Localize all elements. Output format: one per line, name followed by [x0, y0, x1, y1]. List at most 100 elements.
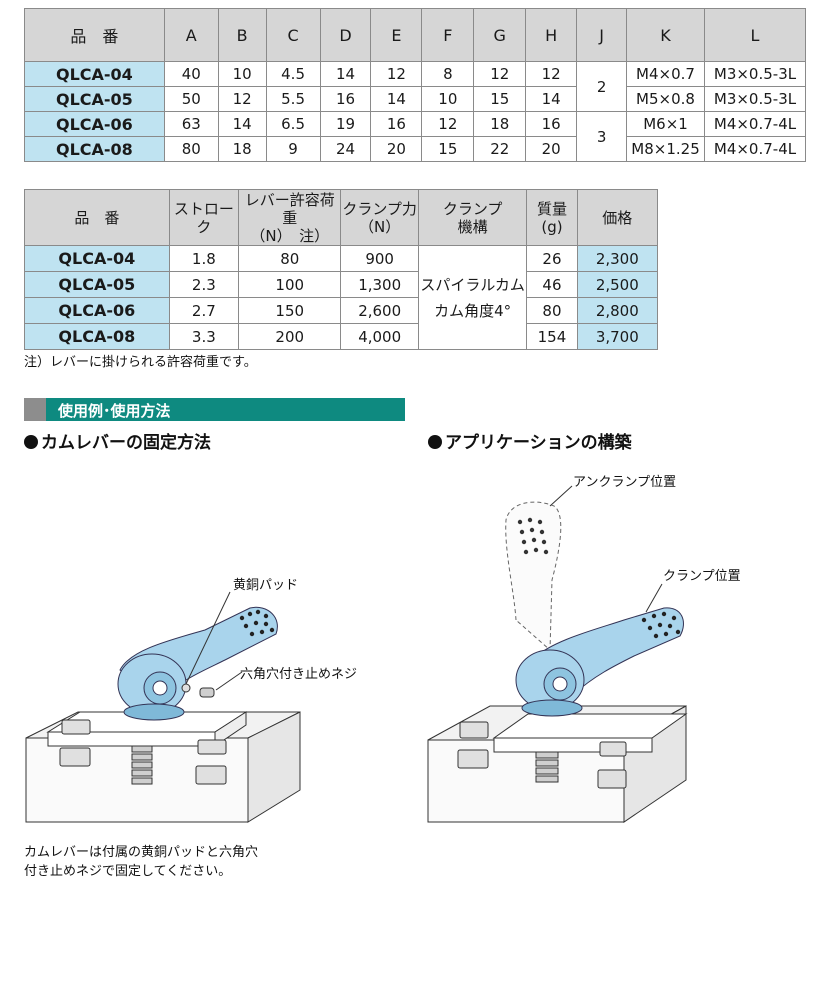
fixing-caption: カムレバーは付属の黄銅パッドと六角穴 付き止めネジで固定してください。: [24, 843, 324, 881]
unclamp-position-label: アンクランプ位置: [573, 475, 677, 490]
spec-cell-l: M4×0.7-4L: [704, 111, 806, 137]
perf-force: 4,000: [340, 323, 419, 350]
spec-header-k: K: [626, 8, 705, 62]
spec-cell-k: M8×1.25: [626, 136, 705, 162]
perf-header-mechanism: クランプ 機構: [417, 189, 528, 246]
perf-header-mech-line2: 機構: [457, 217, 488, 236]
spec-cell: 14: [370, 86, 423, 112]
spec-model: QLCA-08: [24, 136, 165, 162]
right-heading: アプリケーションの構築: [428, 428, 632, 453]
spec-row: QLCA-06 63 14 6.5 19 16 12 18 16 3 M6×1 …: [24, 111, 806, 162]
spec-cell-j: 2: [576, 61, 628, 112]
right-heading-text: アプリケーションの構築: [445, 433, 632, 453]
perf-model: QLCA-08: [24, 323, 170, 350]
perf-mass: 26: [526, 245, 578, 272]
spec-cell: 15: [473, 86, 527, 112]
spec-cell: 16: [319, 86, 372, 112]
bullet-icon: [428, 435, 442, 449]
spec-header-b: B: [217, 8, 267, 62]
perf-mass: 80: [526, 297, 578, 324]
perf-force: 900: [340, 245, 419, 272]
perf-price: 2,800: [576, 297, 659, 324]
spec-header-j: J: [576, 8, 628, 62]
spec-header-a: A: [163, 8, 219, 62]
spec-cell-l: M3×0.5-3L: [704, 61, 806, 87]
spec-row: QLCA-08 80 18 9 24 20 15 22 20 M8×1.25 M…: [24, 136, 806, 162]
perf-header-mech-line1: クランプ: [442, 199, 503, 218]
perf-header-load-line2: （N） 注）: [250, 226, 330, 245]
spec-header-f: F: [421, 8, 475, 62]
perf-stroke: 2.3: [168, 271, 240, 298]
spec-cell: 20: [525, 136, 578, 162]
perf-header-row: 品 番 ストローク レバー許容荷重 （N） 注） クランプ力 （N） クランプ …: [24, 189, 659, 246]
perf-load: 100: [237, 271, 342, 298]
spec-cell: 12: [217, 86, 267, 112]
section-title-bar: 使用例･使用方法: [24, 398, 405, 421]
spec-cell: 5.5: [265, 86, 321, 112]
perf-price: 2,500: [576, 271, 659, 298]
perf-load: 200: [237, 323, 342, 350]
spec-cell: 18: [217, 136, 267, 162]
perf-row: QLCA-04 1.8 80 900 スパイラルカム カム角度4° 26 2,3…: [24, 245, 659, 350]
perf-force: 1,300: [340, 271, 419, 298]
perf-header-mass: 質量 (g): [526, 189, 578, 246]
perf-mass: 46: [526, 271, 578, 298]
spec-cell: 24: [319, 136, 372, 162]
spec-model: QLCA-04: [24, 61, 165, 87]
spec-cell: 8: [421, 61, 475, 87]
perf-header-mass-line2: (g): [541, 217, 563, 236]
perf-model: QLCA-06: [24, 297, 170, 324]
spec-cell: 14: [217, 111, 267, 137]
spec-header-model: 品 番: [24, 8, 165, 62]
set-screw-label: 六角穴付き止めネジ: [240, 667, 358, 682]
spec-cell: 19: [319, 111, 372, 137]
spec-cell: 14: [319, 61, 372, 87]
spec-header-row: 品 番 A B C D E F G H J K L: [24, 8, 806, 62]
spec-cell: 15: [421, 136, 475, 162]
perf-price: 3,700: [576, 323, 659, 350]
spec-cell-l: M3×0.5-3L: [704, 86, 806, 112]
perf-row: QLCA-05 2.3 100 1,300 46 2,500: [24, 271, 659, 298]
performance-table: 品 番 ストローク レバー許容荷重 （N） 注） クランプ力 （N） クランプ …: [24, 189, 659, 350]
left-heading: カムレバーの固定方法: [24, 428, 211, 453]
spec-cell: 4.5: [265, 61, 321, 87]
spec-cell: 12: [370, 61, 423, 87]
perf-row: QLCA-08 3.3 200 4,000 154 3,700: [24, 323, 659, 350]
spec-cell: 12: [421, 111, 475, 137]
spec-header-e: E: [370, 8, 423, 62]
perf-force: 2,600: [340, 297, 419, 324]
perf-header-force-line2: （N）: [359, 217, 401, 236]
spec-header-d: D: [319, 8, 372, 62]
spec-model: QLCA-06: [24, 111, 165, 137]
spec-header-l: L: [704, 8, 806, 62]
perf-load: 80: [237, 245, 342, 272]
perf-row: QLCA-06 2.7 150 2,600 80 2,800: [24, 297, 659, 324]
perf-header-force-line1: クランプ力: [342, 199, 417, 218]
perf-price: 2,300: [576, 245, 659, 272]
spec-cell: 18: [473, 111, 527, 137]
spec-cell: 16: [525, 111, 578, 137]
spec-cell: 63: [163, 111, 219, 137]
perf-header-price: 価格: [576, 189, 659, 246]
spec-row: QLCA-04 40 10 4.5 14 12 8 12 12 2 M4×0.7…: [24, 61, 806, 112]
lever-fixing-illustration: [25, 591, 301, 823]
spec-cell-k: M4×0.7: [626, 61, 705, 87]
section-bar-accent: [24, 398, 46, 421]
spec-cell-k: M5×0.8: [626, 86, 705, 112]
bullet-icon: [24, 435, 38, 449]
spec-cell: 80: [163, 136, 219, 162]
perf-mechanism-line2: カム角度4°: [434, 301, 512, 320]
perf-header-model: 品 番: [24, 189, 170, 246]
spec-cell: 16: [370, 111, 423, 137]
spec-cell: 50: [163, 86, 219, 112]
spec-cell-j: 3: [576, 111, 628, 162]
spec-cell: 22: [473, 136, 527, 162]
spec-header-g: G: [473, 8, 527, 62]
spec-header-c: C: [265, 8, 321, 62]
perf-header-load-line1: レバー許容荷重: [244, 190, 335, 227]
spec-cell: 6.5: [265, 111, 321, 137]
spec-cell: 12: [525, 61, 578, 87]
perf-model: QLCA-05: [24, 271, 170, 298]
perf-header-mass-line1: 質量: [536, 199, 567, 218]
brass-pad-label: 黄銅パッド: [233, 578, 299, 593]
